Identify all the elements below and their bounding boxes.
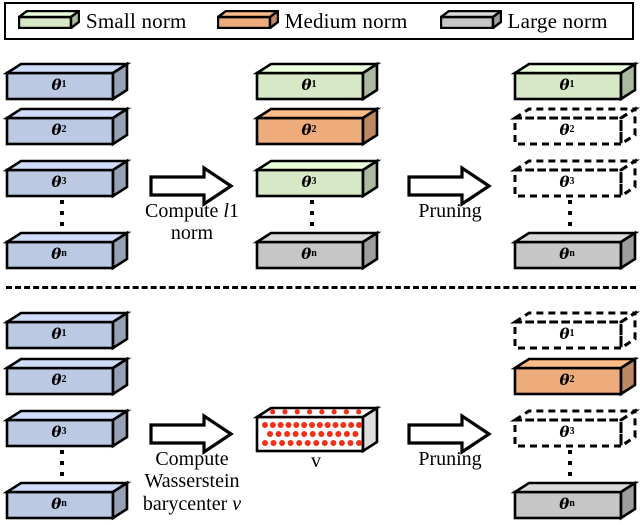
pruning-arrow-lower (406, 412, 492, 456)
pruning-arrow (406, 164, 492, 208)
legend-label: Medium norm (284, 8, 408, 33)
legend-panel: Small norm Medium norm Large norm (4, 2, 634, 40)
legend-item-small-norm: Small norm (15, 4, 187, 38)
pruning-caption-top: Pruning (418, 200, 482, 222)
legend-item-large-norm: Large norm (436, 4, 608, 38)
box3d-icon (436, 8, 505, 32)
legend-label: Large norm (507, 8, 608, 33)
barycenter-box (252, 405, 382, 454)
ellipsis-top-pruned (563, 200, 577, 226)
legend-item-medium-norm: Medium norm (213, 4, 408, 38)
ellipsis-bot-pruned (563, 450, 577, 476)
box3d-icon (213, 8, 282, 32)
ellipsis-top-input (55, 200, 69, 226)
ellipsis-top-norm (305, 200, 319, 226)
compute-l1-arrow (148, 164, 234, 208)
legend-label: Small norm (86, 8, 187, 33)
pruning-caption-bottom: Pruning (418, 448, 482, 470)
ellipsis-bot-input (55, 450, 69, 476)
section-divider (6, 286, 636, 289)
barycenter-caption: v (311, 450, 321, 472)
compute-barycenter-arrow (148, 412, 234, 456)
box3d-icon (15, 8, 83, 32)
